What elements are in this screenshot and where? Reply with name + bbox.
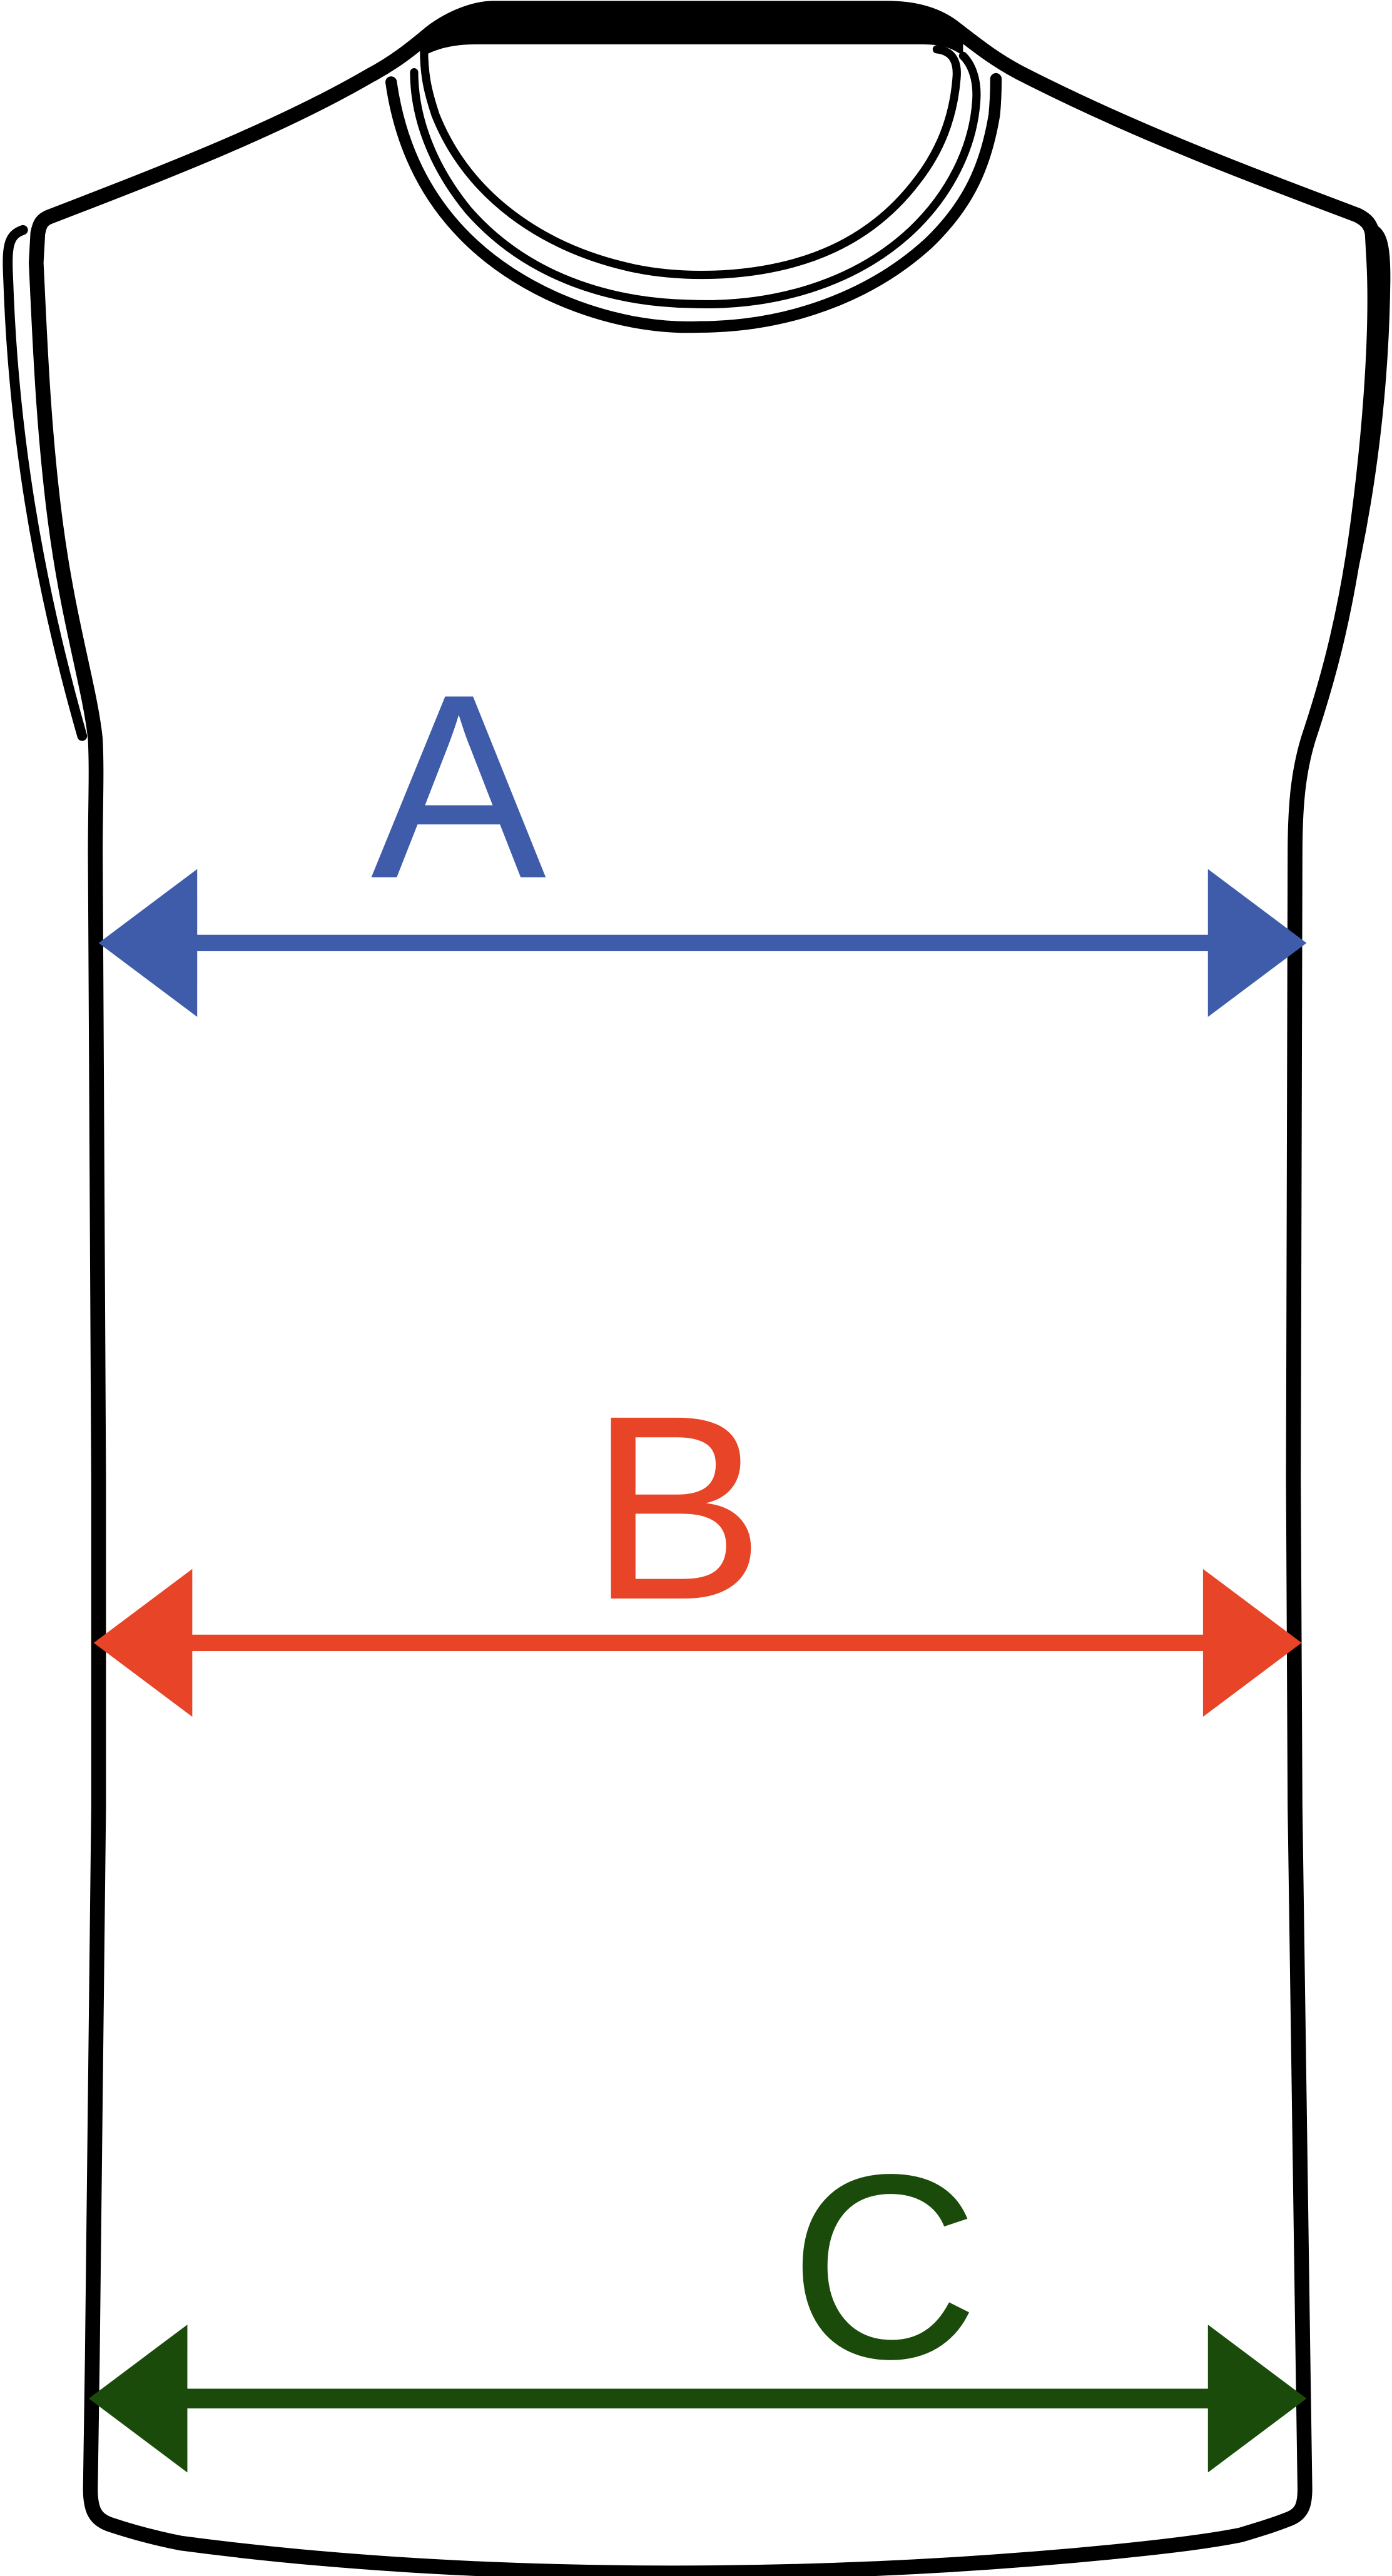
sleeveless-top-outline bbox=[3, 1, 1391, 2576]
measurement-c-shaft bbox=[184, 2388, 1212, 2409]
measurement-c: C bbox=[88, 2121, 1307, 2473]
measurement-a-shaft bbox=[193, 934, 1212, 951]
collar-outer bbox=[385, 73, 1002, 333]
body-outline bbox=[28, 1, 1383, 2576]
measurement-a-label: A bbox=[371, 640, 547, 934]
measurement-b-shaft bbox=[189, 1634, 1207, 1652]
measurement-a-left-arrowhead bbox=[98, 869, 198, 1018]
measurement-b-label: B bbox=[589, 1361, 765, 1655]
measurement-a-right-arrowhead bbox=[1207, 869, 1307, 1018]
measurement-b-right-arrowhead bbox=[1202, 1568, 1302, 1717]
measurement-c-label: C bbox=[790, 2121, 980, 2414]
right-armhole bbox=[1303, 221, 1391, 741]
left-armhole bbox=[3, 225, 88, 741]
neck-band bbox=[424, 4, 963, 56]
neckline-opening bbox=[420, 45, 961, 280]
measurement-c-left-arrowhead bbox=[88, 2325, 188, 2473]
measurement-a: A bbox=[98, 640, 1307, 1018]
measurement-b: B bbox=[93, 1361, 1302, 1717]
measurement-c-right-arrowhead bbox=[1207, 2325, 1307, 2473]
collar-inner bbox=[410, 51, 981, 309]
measurement-b-left-arrowhead bbox=[93, 1568, 193, 1717]
